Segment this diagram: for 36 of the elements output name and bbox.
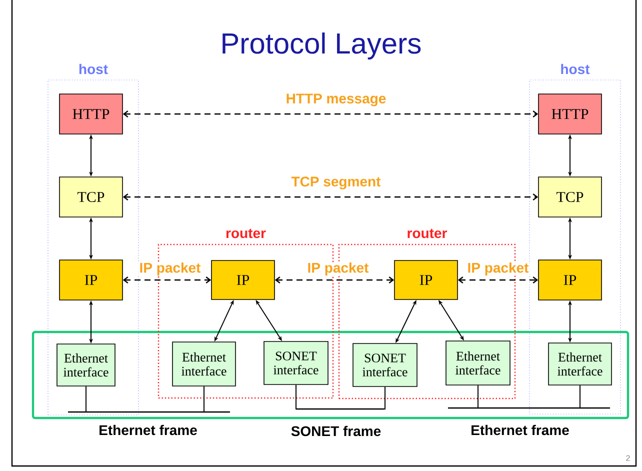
node-label: router [226, 228, 266, 238]
arrow [122, 276, 212, 284]
node-label: router [408, 228, 448, 238]
page-number: 2 [626, 455, 630, 461]
interface-box: Ethernet interface [56, 344, 116, 386]
edge-label: IP packet [306, 262, 370, 276]
interface-box: Ethernet interface [548, 342, 612, 386]
protocol-box: HTTP [538, 94, 602, 134]
protocol-box: IP [59, 260, 123, 300]
edge-label: TCP segment [290, 176, 382, 190]
edge-label: IP packet [138, 262, 202, 276]
arrow [122, 194, 538, 200]
interface-box: SONET interface [352, 343, 418, 387]
frame-label: Ethernet frame [472, 424, 569, 436]
node-label: host [79, 64, 108, 74]
protocol-box: TCP [59, 176, 123, 218]
network-cable [296, 384, 386, 410]
edge-label: HTTP message [284, 94, 388, 106]
protocol-box: IP [394, 260, 458, 300]
node-label: host [561, 64, 590, 74]
title: Protocol Layers [222, 32, 421, 60]
interface-box: Ethernet interface [446, 340, 510, 386]
interface-box: Ethernet interface [172, 342, 236, 386]
edge-label: IP packet [466, 262, 530, 276]
protocol-box: IP [538, 260, 602, 300]
protocol-box: IP [211, 260, 275, 300]
frame-label: SONET frame [291, 426, 381, 436]
protocol-box: TCP [538, 176, 602, 218]
protocol-box: HTTP [59, 94, 123, 134]
network-cable [86, 386, 204, 412]
arrow [122, 110, 538, 118]
interface-box: SONET interface [264, 341, 328, 385]
frame-label: Ethernet frame [100, 424, 197, 436]
arrow [274, 276, 394, 284]
arrow [458, 276, 538, 284]
network-cable [478, 384, 580, 408]
